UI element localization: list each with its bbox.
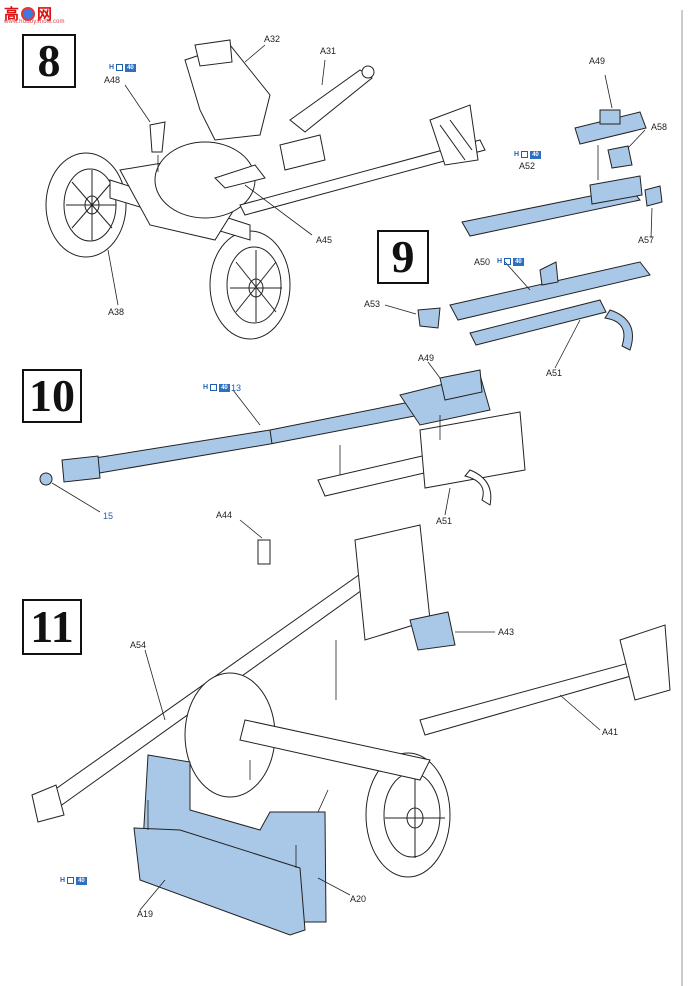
paint-swatch-icon [116, 64, 124, 71]
label-a48: A48 [104, 75, 121, 85]
step-8-drawing [45, 39, 486, 340]
step-number: 10 [29, 370, 75, 421]
label-a51: A51 [546, 368, 563, 378]
label-a32: A32 [264, 34, 281, 44]
part-a45 [214, 164, 266, 189]
muzzle-brake [61, 455, 101, 483]
part-a50 [449, 261, 651, 321]
label-a38: A38 [108, 307, 125, 317]
label-a53: A53 [364, 299, 381, 309]
part-a58 [607, 145, 633, 169]
part-a19-lower-shield [133, 827, 306, 936]
label-a20: A20 [350, 894, 367, 904]
part-a57 [644, 185, 663, 207]
label-a41: A41 [602, 727, 619, 737]
paint-swatch-icon [210, 384, 218, 391]
trail-arm [239, 139, 486, 216]
part-a44 [257, 539, 271, 565]
part-a43 [409, 611, 456, 651]
part-15 [39, 472, 53, 486]
step-number: 9 [391, 231, 415, 282]
step-9-drawing [384, 74, 663, 369]
label-a49: A49 [589, 56, 606, 66]
sight-arm [289, 69, 373, 133]
part-a53 [417, 307, 441, 329]
label-a44: A44 [216, 510, 233, 520]
step-number: 8 [37, 35, 61, 86]
paint-swatch-icon [504, 258, 512, 265]
label-a54: A54 [130, 640, 147, 650]
muzzle [31, 784, 65, 823]
part-a51 [604, 309, 633, 351]
label-a52: A52 [519, 161, 536, 171]
label-a51: A51 [436, 516, 453, 526]
label-a49: A49 [418, 353, 435, 363]
label-a43: A43 [498, 627, 515, 637]
label-a57: A57 [638, 235, 655, 245]
step-11-box: 11 [22, 599, 82, 655]
step-9-box: 9 [377, 230, 429, 284]
site-watermark: 高 网 www.hobbyshow.com [4, 6, 65, 25]
label-a50: A50 [474, 257, 491, 267]
label-part-13: 13 [231, 383, 242, 393]
paint-swatch-icon [67, 877, 75, 884]
label-a45: A45 [316, 235, 333, 245]
paint-swatch-icon [521, 151, 529, 158]
step-10-box: 10 [22, 369, 82, 423]
step-11-drawing [31, 519, 671, 936]
label-a58: A58 [651, 122, 668, 132]
step-10-drawing [39, 361, 526, 516]
label-a31: A31 [320, 46, 337, 56]
barrel [69, 399, 426, 479]
step-8-box: 8 [22, 34, 76, 88]
part-a48 [149, 121, 166, 153]
part-a41-trail [419, 659, 646, 736]
label-a19: A19 [137, 909, 154, 919]
label-part-15: 15 [103, 511, 114, 521]
watermark-logo-icon [21, 6, 36, 21]
step-number: 11 [30, 601, 74, 652]
